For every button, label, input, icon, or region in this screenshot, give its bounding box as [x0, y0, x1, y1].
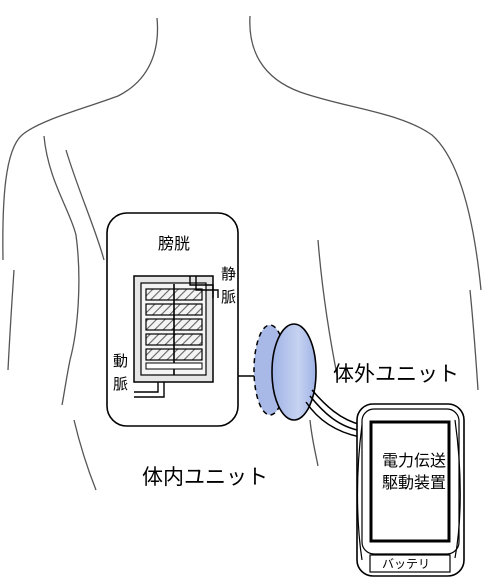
stack-bottom-bar	[145, 362, 203, 370]
external-coil	[271, 323, 317, 421]
filter-stack	[133, 275, 214, 383]
internal-unit-label: 体内ユニット	[142, 465, 268, 489]
artery-tube	[134, 382, 159, 393]
torso-outline	[2, 15, 482, 491]
artery-tube-inner	[134, 382, 165, 398]
right-torso-side-line	[317, 239, 339, 381]
neck-left-line	[2, 17, 159, 261]
vein-tube	[195, 276, 219, 298]
external-drive-unit: 電力伝送 駆動装置 バッテリ	[356, 403, 465, 577]
left-arm-outer-line	[7, 269, 15, 371]
vein-label-1: 静	[221, 265, 236, 283]
drive-device-label-2: 駆動装置	[382, 473, 446, 492]
device-screen	[369, 420, 451, 543]
left-arm-inner-line	[43, 135, 80, 406]
coil-to-device-wires	[305, 389, 363, 438]
vein-tube-inner	[189, 276, 214, 298]
device-case-inner	[361, 408, 460, 555]
vein-label-2: 脈	[221, 288, 236, 306]
battery-label: バッテリ	[382, 557, 430, 571]
transmission-coils	[253, 323, 317, 421]
neck-right-line	[249, 15, 482, 291]
arm-gap-left-line	[65, 149, 105, 261]
left-torso-side-line	[73, 419, 97, 491]
internal-unit: 膀胱 静 脈 動 脈	[106, 212, 239, 427]
external-unit-label: 体外ユニット	[333, 362, 459, 386]
artery-label-1: 動	[113, 352, 128, 370]
device-side-cable-left	[356, 424, 363, 561]
bladder-label: 膀胱	[158, 234, 190, 253]
battery-compartment	[369, 554, 451, 573]
artery-label-2: 脈	[113, 375, 128, 393]
device-side-cable-right	[454, 419, 461, 559]
right-arm-inner-line	[469, 289, 479, 391]
drive-device-label-1: 電力伝送	[382, 451, 446, 470]
right-torso-lower-line	[309, 419, 319, 467]
